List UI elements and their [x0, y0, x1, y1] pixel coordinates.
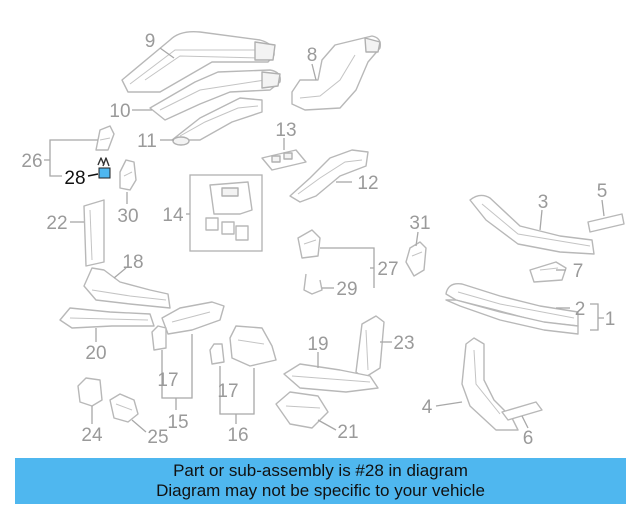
- part-10-duct[interactable]: [149, 69, 281, 121]
- part-13-vent-grille[interactable]: [261, 149, 307, 171]
- callout-5: 5: [597, 181, 608, 202]
- banner-line-1: Part or sub-assembly is #28 in diagram: [173, 461, 468, 480]
- part-25-vent[interactable]: [109, 393, 139, 423]
- callout-10: 10: [109, 101, 130, 122]
- info-banner: Part or sub-assembly is #28 in diagram D…: [15, 458, 626, 504]
- callout-1: 1: [605, 309, 616, 330]
- callout-16: 16: [227, 425, 248, 446]
- callout-30: 30: [117, 206, 138, 227]
- part-6-trim[interactable]: [501, 401, 543, 421]
- callout-22: 22: [46, 213, 67, 234]
- part-16-duct[interactable]: [229, 325, 277, 367]
- part-28-clip[interactable]: [97, 157, 111, 179]
- callout-17a: 17: [157, 370, 178, 391]
- callout-6: 6: [523, 428, 534, 449]
- part-22-trim[interactable]: [83, 199, 105, 267]
- callout-18: 18: [122, 252, 143, 273]
- callout-2: 2: [575, 299, 586, 320]
- part-9-duct[interactable]: [121, 30, 276, 93]
- part-15-duct[interactable]: [161, 301, 225, 335]
- part-19-duct[interactable]: [283, 363, 379, 393]
- part-11-duct[interactable]: [171, 97, 263, 146]
- part-24-vent[interactable]: [77, 377, 103, 407]
- callout-17b: 17: [217, 381, 238, 402]
- callout-9: 9: [145, 31, 156, 52]
- callout-31: 31: [409, 213, 430, 234]
- part-27-bracket[interactable]: [297, 229, 321, 259]
- banner-line-2: Diagram may not be specific to your vehi…: [156, 481, 485, 500]
- part-8-seat-vent[interactable]: [291, 35, 382, 111]
- callout-20: 20: [85, 343, 106, 364]
- part-3-duct[interactable]: [469, 194, 595, 255]
- callout-29: 29: [336, 279, 357, 300]
- part-12-duct[interactable]: [289, 149, 369, 203]
- callout-28: 28: [64, 168, 85, 189]
- callout-26: 26: [21, 151, 42, 172]
- part-20-duct[interactable]: [59, 307, 155, 329]
- part-17-clip-right[interactable]: [209, 343, 225, 365]
- callout-19: 19: [307, 334, 328, 355]
- callout-27: 27: [377, 259, 398, 280]
- callout-7: 7: [573, 261, 584, 282]
- callout-13: 13: [275, 120, 296, 141]
- callout-23: 23: [393, 333, 414, 354]
- callouts: 9 8 10 11 13 12 26 28 30 22 14 3 5 7 2 1…: [21, 31, 615, 449]
- part-21-duct[interactable]: [275, 391, 329, 429]
- part-14-kit-box: [189, 174, 263, 252]
- callout-12: 12: [357, 173, 378, 194]
- part-18-duct[interactable]: [83, 267, 171, 309]
- part-1-duct-assembly[interactable]: [445, 299, 579, 335]
- callout-25: 25: [147, 427, 168, 448]
- part-17-clip-left[interactable]: [151, 325, 167, 351]
- part-31-bracket[interactable]: [405, 241, 427, 277]
- part-30-clip[interactable]: [119, 159, 137, 191]
- callout-11: 11: [137, 131, 157, 152]
- callout-24: 24: [81, 425, 103, 446]
- callout-21: 21: [337, 422, 358, 443]
- callout-4: 4: [422, 397, 433, 418]
- leader-lines: [44, 47, 605, 433]
- parts-diagram: 9 8 10 11 13 12 26 28 30 22 14 3 5 7 2 1…: [21, 30, 625, 449]
- callout-3: 3: [538, 192, 549, 213]
- part-14-kit[interactable]: [205, 181, 253, 241]
- part-7-clip[interactable]: [529, 261, 567, 283]
- part-26-bracket[interactable]: [95, 125, 115, 151]
- callout-15: 15: [167, 412, 188, 433]
- callout-8: 8: [307, 45, 318, 66]
- part-23-trim[interactable]: [355, 315, 385, 379]
- part-5-trim[interactable]: [587, 213, 625, 233]
- part-29-wire[interactable]: [303, 273, 323, 295]
- callout-14: 14: [162, 205, 184, 226]
- part-28-highlight: [98, 167, 111, 179]
